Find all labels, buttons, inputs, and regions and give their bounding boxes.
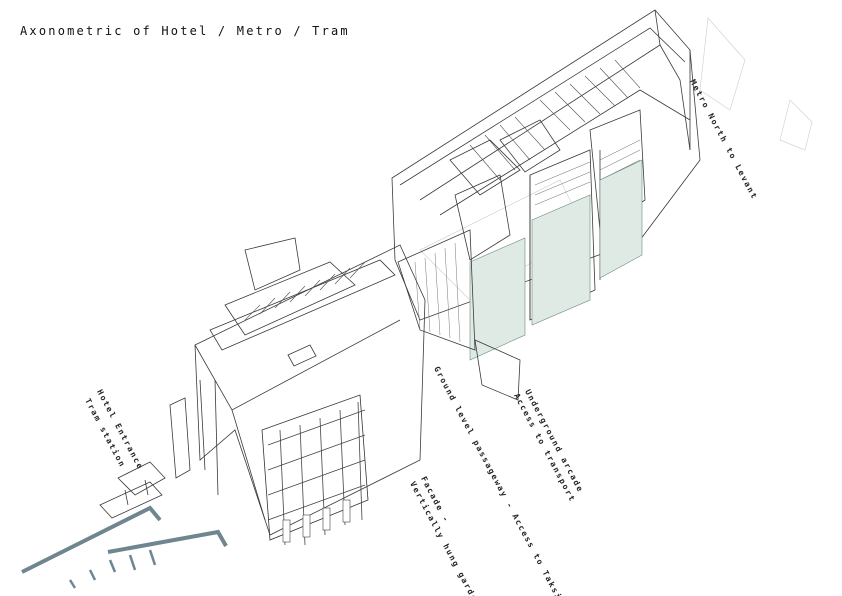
drawing-title: Axonometric of Hotel / Metro / Tram: [20, 24, 350, 38]
facade-grid: [261, 394, 369, 546]
passageway: [397, 229, 521, 401]
metro-volume: [391, 9, 701, 321]
glass-panels: [469, 159, 643, 361]
hotel-volume: [169, 237, 426, 536]
tram-shelter: [99, 461, 166, 519]
tram-rails: [21, 505, 228, 589]
